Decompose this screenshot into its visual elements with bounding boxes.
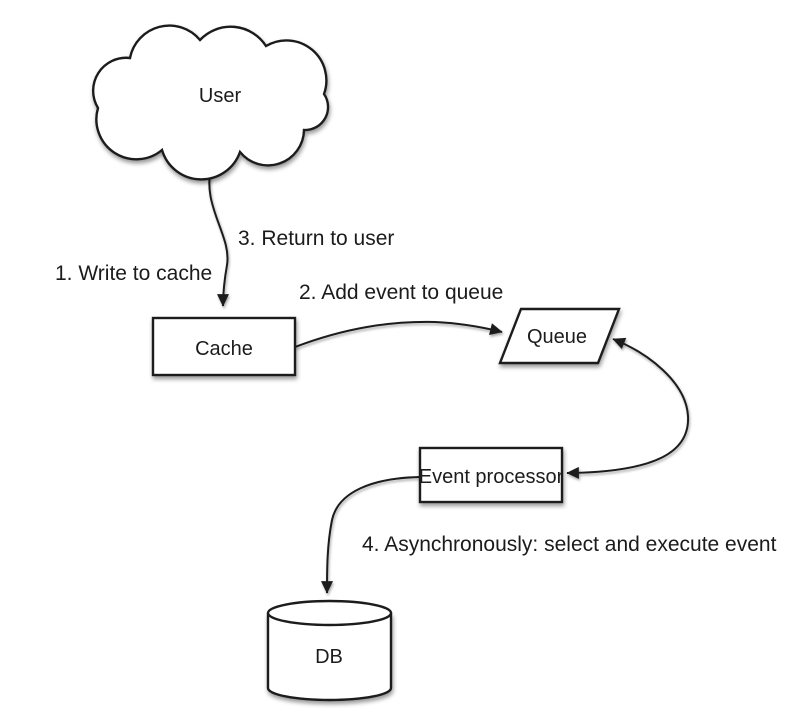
edge-user-to-cache xyxy=(208,163,230,307)
edge-label-async-execute: 4. Asynchronously: select and execute ev… xyxy=(362,533,777,556)
edge-label-write-to-cache: 1. Write to cache xyxy=(55,262,212,285)
event-processor-label: Event processor xyxy=(419,466,564,488)
user-label: User xyxy=(199,85,242,107)
edge-cache-to-queue xyxy=(294,320,503,348)
event-processor-box xyxy=(418,446,564,504)
edge-processor-to-db xyxy=(321,476,421,594)
edge-queue-processor-two-way xyxy=(566,337,690,479)
db-label: DB xyxy=(315,646,343,668)
db-cylinder-top xyxy=(266,599,393,627)
queue-label: Queue xyxy=(527,326,587,348)
edge-label-add-event-to-queue: 2. Add event to queue xyxy=(299,281,503,304)
queue-parallelogram xyxy=(498,307,621,365)
cache-box xyxy=(151,316,297,377)
db-cylinder-body xyxy=(266,613,393,702)
user-cloud xyxy=(91,24,330,181)
edge-label-return-to-user: 3. Return to user xyxy=(238,227,394,250)
cache-label: Cache xyxy=(195,338,253,360)
